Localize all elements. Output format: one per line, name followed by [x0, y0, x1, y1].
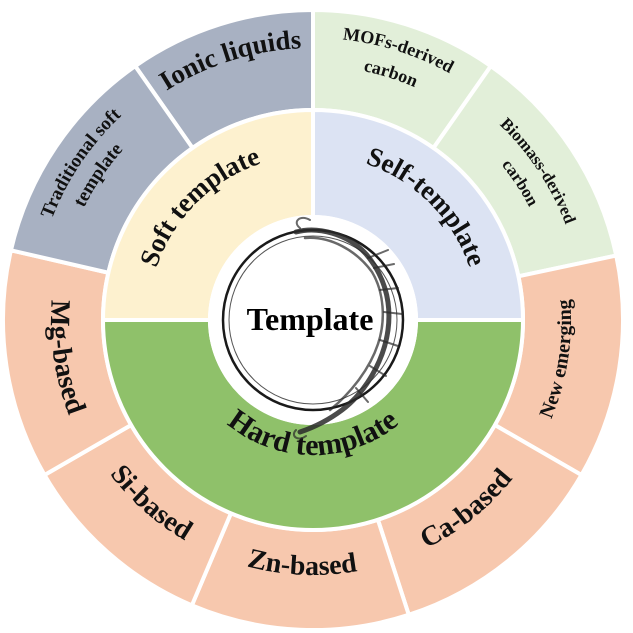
center-label: Template [247, 301, 374, 337]
center-hub: Template [208, 215, 418, 440]
center-circle [208, 215, 418, 425]
outer-ring [1, 7, 625, 632]
center-ring-inner-outline [228, 235, 398, 405]
dragon-ink-icon [292, 216, 403, 440]
